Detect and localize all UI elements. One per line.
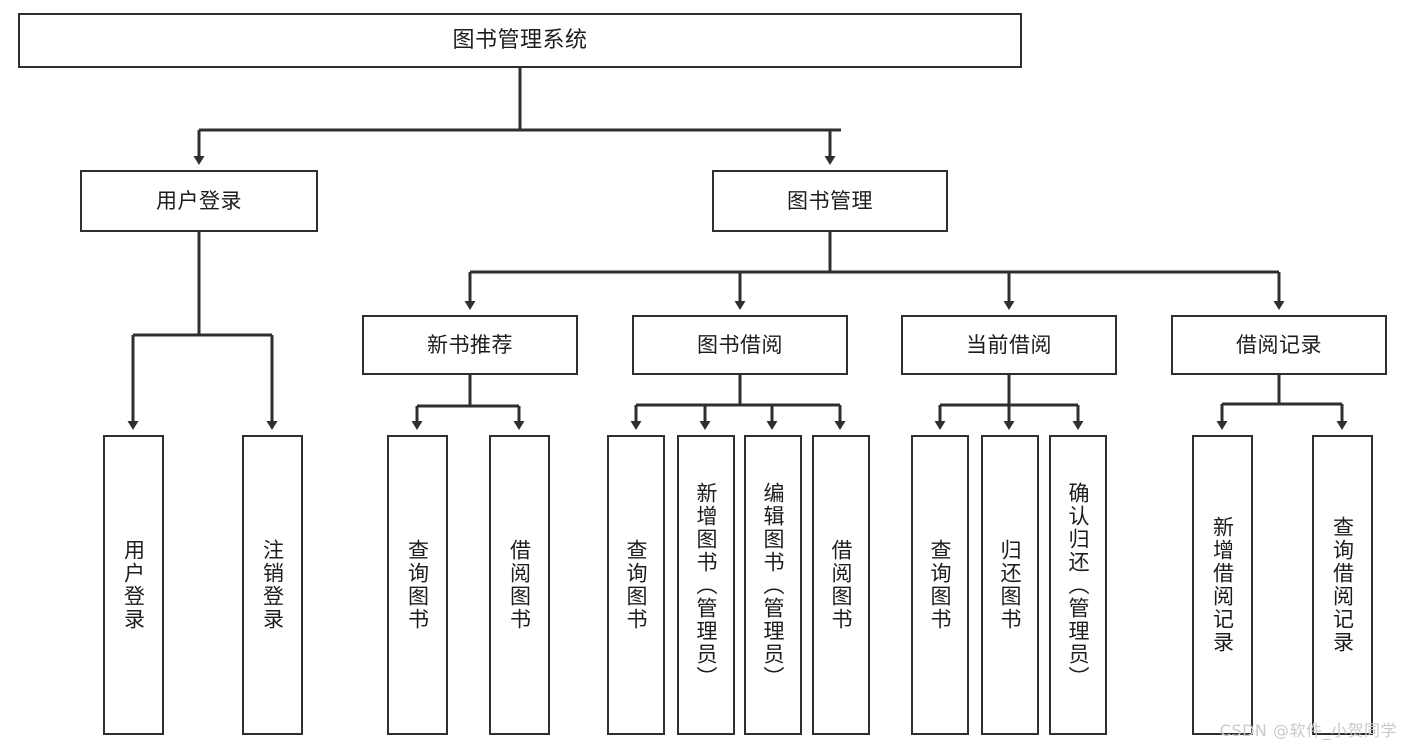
node-root[interactable]: 图书管理系统 [18,13,1022,68]
node-leaf-edit-book[interactable]: 编辑图书（管理员） [744,435,802,735]
node-leaf-return-book[interactable]: 归还图书 [981,435,1039,735]
node-leaf-return-book-label: 归还图书 [998,539,1023,631]
node-leaf-edit-book-label: 编辑图书（管理员） [761,481,786,689]
node-new-book-rec-label: 新书推荐 [427,332,513,357]
node-book-borrow-label: 图书借阅 [697,332,783,357]
node-leaf-user-login-label: 用户登录 [121,539,146,631]
node-leaf-add-book-label: 新增图书（管理员） [694,481,719,689]
node-leaf-borrow-book-1-label: 借阅图书 [507,539,532,631]
node-current-borrow[interactable]: 当前借阅 [901,315,1117,375]
node-leaf-user-logout[interactable]: 注销登录 [242,435,303,735]
node-leaf-borrow-book-2[interactable]: 借阅图书 [812,435,870,735]
node-book-manage[interactable]: 图书管理 [712,170,948,232]
node-leaf-query-book-2-label: 查询图书 [624,539,649,631]
node-new-book-rec[interactable]: 新书推荐 [362,315,578,375]
node-leaf-query-book-1-label: 查询图书 [405,539,430,631]
node-current-borrow-label: 当前借阅 [966,332,1052,357]
node-leaf-add-record-label: 新增借阅记录 [1210,516,1235,654]
node-user-login-label: 用户登录 [156,188,242,213]
node-borrow-record-label: 借阅记录 [1236,332,1322,357]
node-user-login[interactable]: 用户登录 [80,170,318,232]
node-leaf-confirm-return[interactable]: 确认归还（管理员） [1049,435,1107,735]
csdn-watermark: CSDN @软件_小贺同学 [1219,721,1397,740]
node-leaf-query-book-3-label: 查询图书 [928,539,953,631]
node-leaf-user-logout-label: 注销登录 [260,539,285,631]
node-leaf-confirm-return-label: 确认归还（管理员） [1066,481,1091,689]
node-leaf-query-book-1[interactable]: 查询图书 [387,435,448,735]
node-leaf-query-record-label: 查询借阅记录 [1330,516,1355,654]
node-leaf-query-book-2[interactable]: 查询图书 [607,435,665,735]
node-leaf-add-book[interactable]: 新增图书（管理员） [677,435,735,735]
node-leaf-borrow-book-2-label: 借阅图书 [829,539,854,631]
node-root-label: 图书管理系统 [452,27,588,53]
node-leaf-query-record[interactable]: 查询借阅记录 [1312,435,1373,735]
node-book-borrow[interactable]: 图书借阅 [632,315,848,375]
node-book-manage-label: 图书管理 [787,188,873,213]
node-leaf-borrow-book-1[interactable]: 借阅图书 [489,435,550,735]
node-leaf-query-book-3[interactable]: 查询图书 [911,435,969,735]
node-leaf-add-record[interactable]: 新增借阅记录 [1192,435,1253,735]
node-borrow-record[interactable]: 借阅记录 [1171,315,1387,375]
node-leaf-user-login[interactable]: 用户登录 [103,435,164,735]
